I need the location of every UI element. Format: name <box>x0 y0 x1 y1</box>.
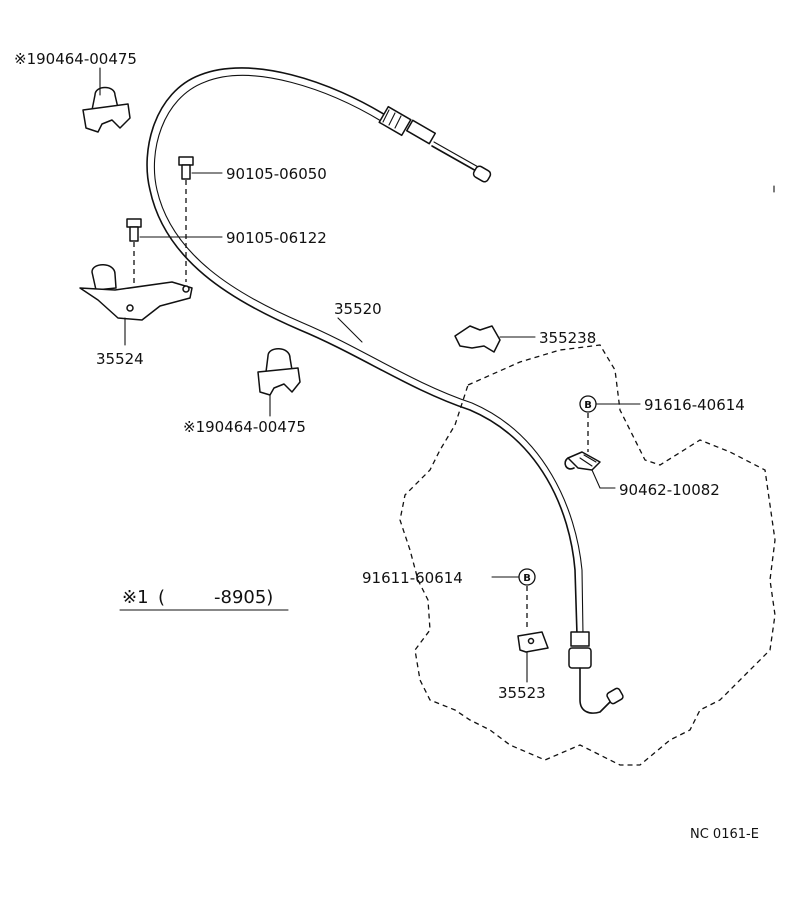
label-bolt-right: 91616-40614 <box>644 396 745 414</box>
label-clip-right: 355238 <box>539 329 596 347</box>
bolt-lower-symbol: B <box>518 568 536 586</box>
note-range: -8905) <box>214 587 273 608</box>
cable-upper-end <box>378 105 492 183</box>
label-clip-mid: ※190464-00475 <box>183 418 306 436</box>
leader-cable <box>337 317 363 343</box>
cable-lower-end <box>568 631 624 714</box>
note-open-paren: ( <box>158 587 165 608</box>
control-cable-inner <box>153 75 584 636</box>
label-cable: 35520 <box>334 300 382 318</box>
control-cable <box>146 67 578 636</box>
note-marker: ※1 <box>122 587 149 608</box>
bracket-lower <box>517 631 549 653</box>
clamp-right <box>564 451 601 471</box>
label-clamp-right: 90462-10082 <box>619 481 720 499</box>
leader-clamp-right <box>591 469 616 489</box>
bolt-mid <box>126 218 142 242</box>
clip-right <box>454 325 501 353</box>
drawing-code: NC 0161-E <box>690 827 759 842</box>
bracket-left <box>79 264 193 321</box>
label-bracket-left: 35524 <box>96 350 144 368</box>
label-bolt-mid: 90105-06122 <box>226 229 327 247</box>
clip-top <box>82 86 131 133</box>
clip-mid <box>257 348 301 396</box>
applicability-note: ※1 ( -8905) <box>119 587 289 611</box>
bolt-right-symbol-text: B <box>584 400 592 411</box>
bolt-lower-symbol-text: B <box>523 573 531 584</box>
label-bolt-top: 90105-06050 <box>226 165 327 183</box>
transmission-outline <box>399 344 776 766</box>
label-bracket-lower: 35523 <box>498 684 546 702</box>
bolt-top <box>178 156 194 180</box>
label-bolt-lower: 91611-60614 <box>362 569 463 587</box>
label-clip-top: ※190464-00475 <box>14 50 137 68</box>
bolt-right-symbol: B <box>579 395 597 413</box>
